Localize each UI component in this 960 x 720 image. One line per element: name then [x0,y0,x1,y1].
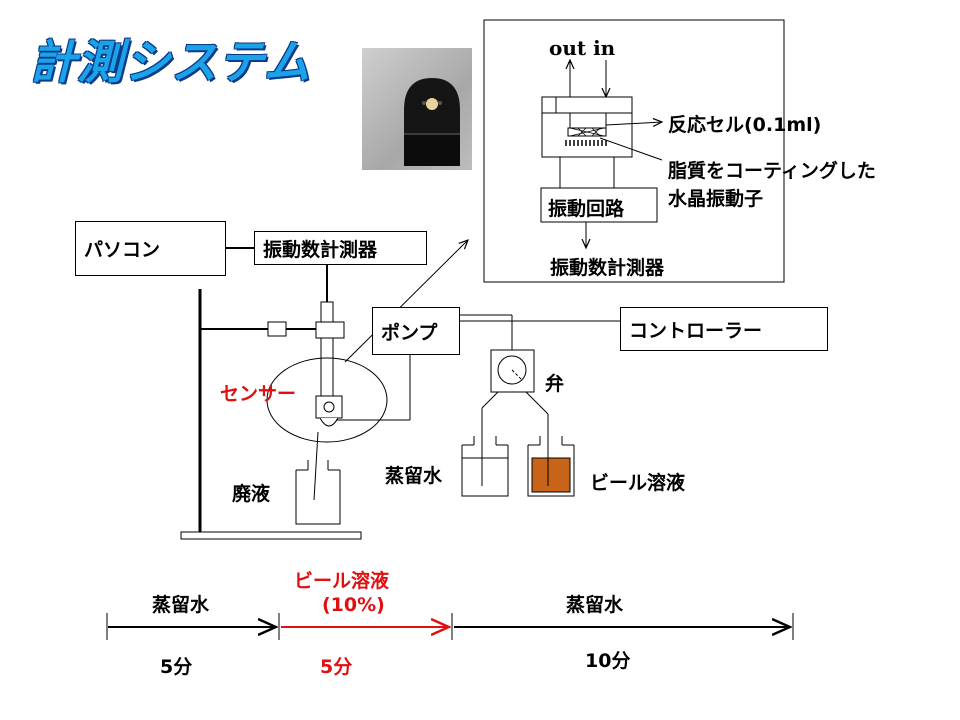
beer-solution-label: ビール溶液 [590,472,686,494]
timeline-seg2-label-line1: ビール溶液 [294,570,390,592]
page-title: 計測システム [30,35,311,89]
inset-frame [483,19,785,283]
timeline-seg3-time: 10分 [585,650,631,672]
oscillator-box [540,187,658,223]
oscillator-label: 振動回路 [548,198,625,220]
timeline-seg2-label-line2: (10%) [322,594,385,616]
waste-label: 廃液 [232,483,271,505]
timeline-seg1-label: 蒸留水 [152,594,210,616]
timeline-seg3-label: 蒸留水 [566,594,624,616]
crystal-label-line1: 脂質をコーティングした [668,160,876,182]
reaction-cell [541,96,633,158]
freq-counter-box: 振動数計測器 [254,231,427,265]
sensor-photo [362,48,472,170]
controller-box: コントローラー [620,307,828,351]
sensor-ellipse [266,357,388,443]
reaction-cell-label: 反応セル(0.1ml) [668,114,822,136]
freq-counter-label: 振動数計測器 [263,238,378,261]
valve-label: 弁 [545,373,565,395]
crystal-label-line2: 水晶振動子 [668,188,764,210]
out-in-label: out in [549,36,616,60]
pump-box: ポンプ [372,307,460,355]
sensor-photo-drawing [404,78,460,166]
distilled-water-label: 蒸留水 [385,465,443,487]
sensor-label: センサー [220,383,297,405]
beer-liquid [531,457,571,493]
pc-box: パソコン [75,221,226,276]
pc-label: パソコン [84,239,161,261]
pump-label: ポンプ [381,321,438,344]
inset-freq-counter-label: 振動数計測器 [550,257,665,279]
stand-base [180,531,362,540]
controller-label: コントローラー [629,319,763,342]
timeline-seg1-time: 5分 [160,656,193,678]
timeline-seg2-time: 5分 [320,656,353,678]
